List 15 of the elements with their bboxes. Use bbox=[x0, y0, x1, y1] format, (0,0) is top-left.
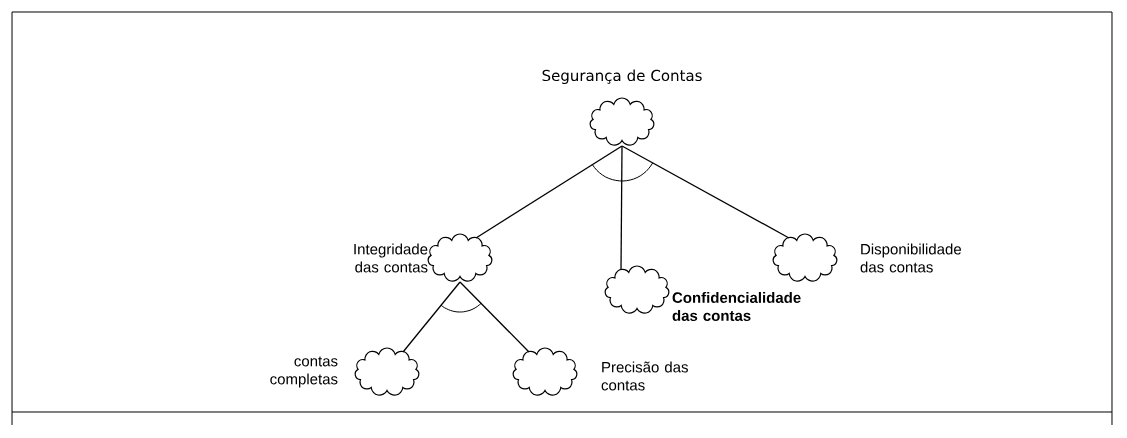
cloud-node: Integridade das contas bbox=[354, 233, 493, 282]
node-label: Integridade das contas bbox=[354, 243, 428, 273]
connector-line bbox=[620, 145, 623, 271]
connector-line bbox=[621, 145, 790, 239]
connector-line bbox=[475, 145, 623, 239]
node-label: contas completas bbox=[270, 356, 338, 388]
connector-line bbox=[459, 281, 530, 353]
node-label: Segurança de Contas bbox=[542, 69, 702, 85]
node-label: Confidencialidade das contas bbox=[672, 291, 801, 321]
connector-line bbox=[402, 281, 461, 353]
cloud-node: Precisão das contas bbox=[512, 347, 688, 396]
node-label: Precisão das contas bbox=[601, 361, 688, 391]
node-label: Disponibilidade das contas bbox=[860, 243, 962, 273]
cloud-node: Segurança de Contas bbox=[542, 69, 702, 146]
cloud-node: contas completas bbox=[270, 347, 420, 396]
